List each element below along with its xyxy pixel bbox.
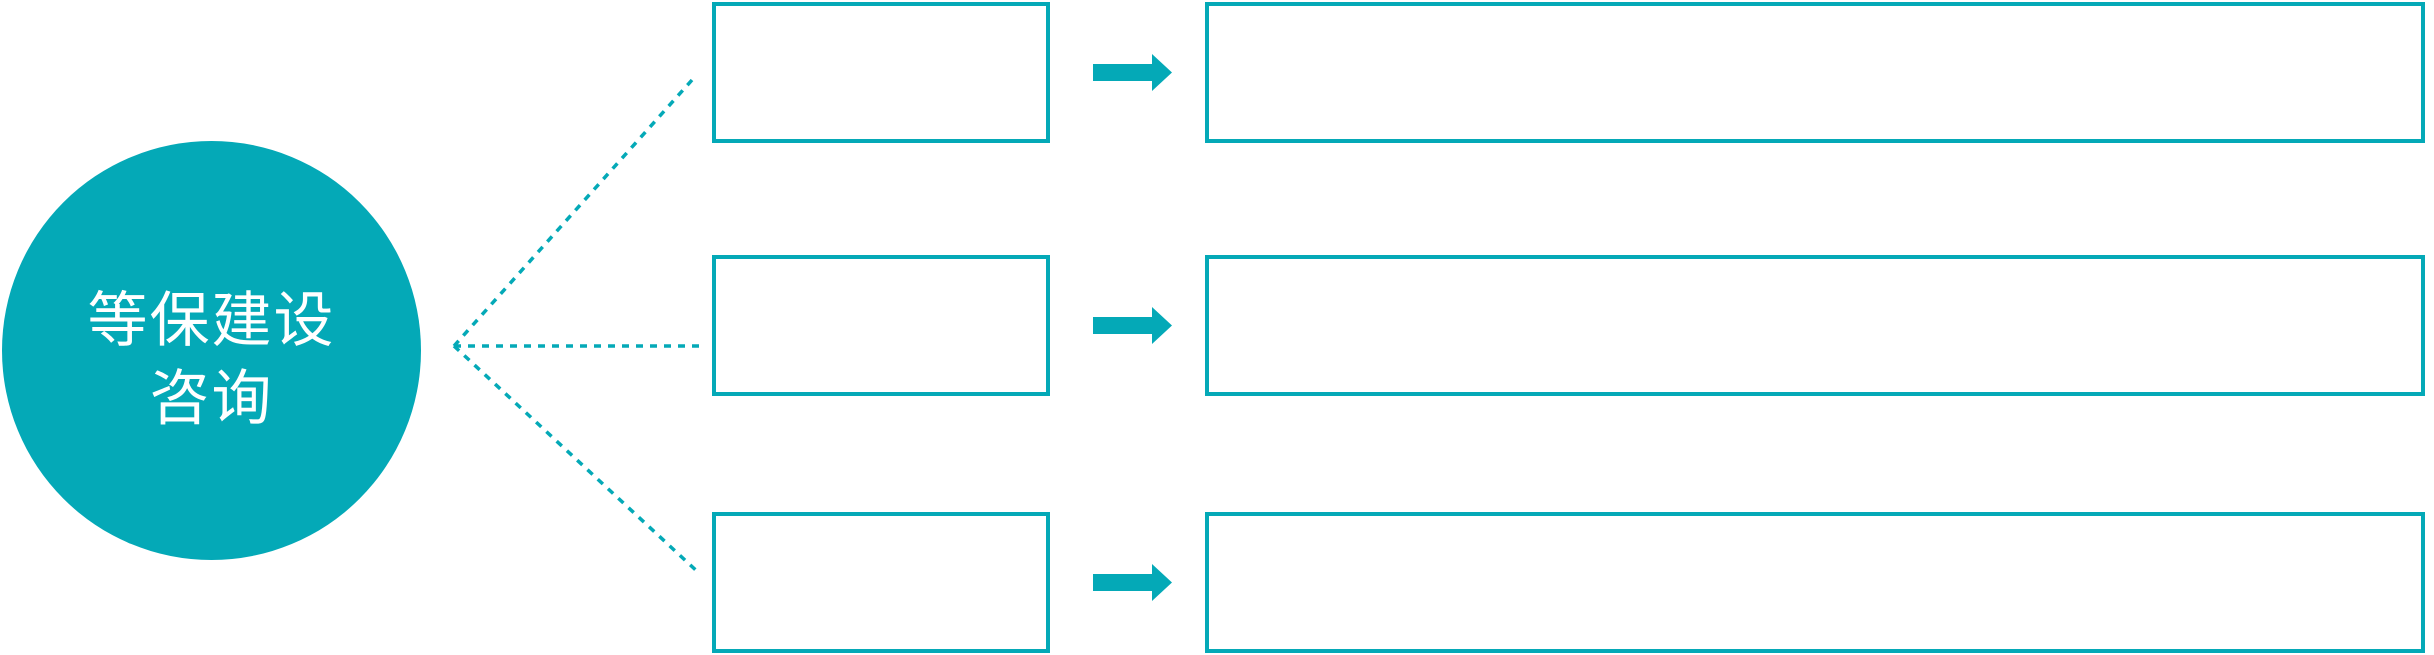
step-box-2 xyxy=(712,255,1050,396)
step-box-1 xyxy=(712,2,1050,143)
step-box-3 xyxy=(712,512,1050,653)
hub-label-line2: 咨询 xyxy=(149,364,274,432)
arrow-right-icon xyxy=(1093,564,1172,601)
detail-box-2 xyxy=(1205,255,2425,396)
arrow-right-icon xyxy=(1093,307,1172,344)
connector-line-bottom xyxy=(452,344,702,576)
hub-label: 等保建设 咨询 xyxy=(88,282,336,438)
hub-label-line1: 等保建设 xyxy=(87,286,336,354)
arrow-right-icon xyxy=(1093,54,1172,91)
detail-box-1 xyxy=(1205,2,2425,143)
hub-circle: 等保建设 咨询 xyxy=(2,141,421,560)
detail-box-3 xyxy=(1205,512,2425,653)
connector-line-top xyxy=(452,78,694,348)
